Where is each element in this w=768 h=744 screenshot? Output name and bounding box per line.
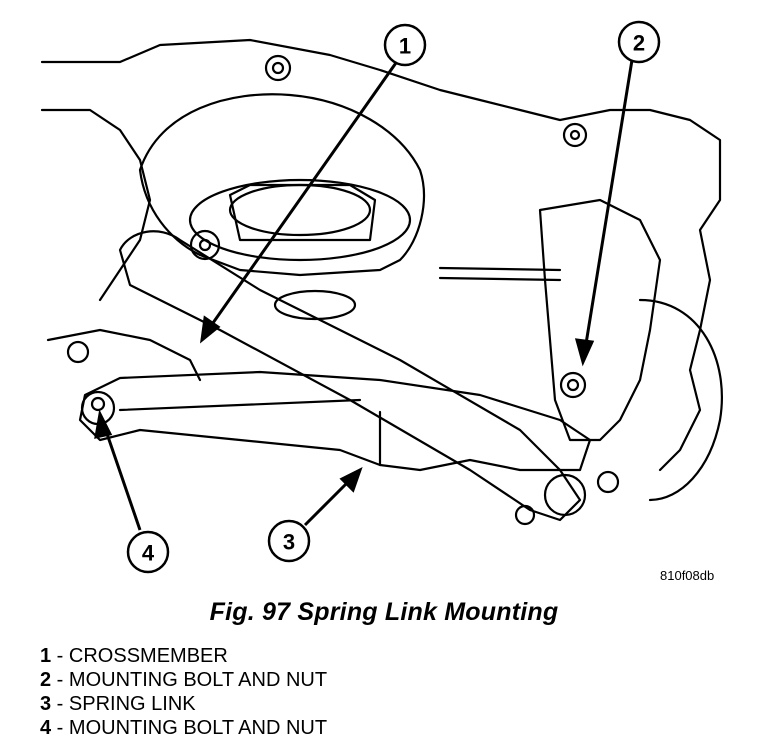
legend-label: SPRING LINK (68, 693, 196, 715)
spring-link-edge (118, 398, 362, 412)
leader-line-3 (303, 476, 354, 527)
legend-number: 2 (40, 669, 52, 691)
left-bolt-head (90, 396, 106, 412)
right-nut (596, 470, 620, 494)
legend-item: 1 - CROSSMEMBER (40, 644, 327, 668)
legend-separator: - (51, 645, 69, 667)
legend-separator: - (51, 717, 69, 739)
legend-number: 4 (40, 717, 52, 739)
crossmember-bolt-center (198, 238, 212, 252)
legend-label: MOUNTING BOLT AND NUT (68, 669, 328, 691)
top-bolt-center (271, 61, 285, 75)
legend-item: 3 - SPRING LINK (40, 692, 327, 716)
crossmember-bolt (189, 229, 221, 261)
leader-line-2 (583, 59, 634, 351)
differential-cover (188, 178, 412, 262)
legend-item: 4 - MOUNTING BOLT AND NUT (40, 716, 327, 740)
callout-circle-4 (126, 530, 170, 574)
floor-pan (40, 108, 152, 302)
legend-label: CROSSMEMBER (68, 645, 228, 667)
arrowhead-2 (574, 338, 595, 367)
callout-number-1: 1 (399, 34, 411, 59)
figure-caption: Fig. 97 Spring Link Mounting (209, 598, 559, 626)
callout-number-3: 3 (283, 530, 295, 555)
callout-number-2: 2 (633, 31, 645, 56)
figure-code: 810f08db (660, 568, 715, 583)
lower-nut (514, 504, 536, 526)
legend-separator: - (51, 669, 69, 691)
left-mount-bolt (66, 340, 90, 364)
brake-rotor (638, 298, 723, 502)
mount-bracket (228, 183, 377, 242)
legend-label: MOUNTING BOLT AND NUT (68, 717, 328, 739)
leader-line-4 (102, 424, 142, 531)
leader-line-1 (206, 59, 400, 331)
callout-circle-2 (617, 20, 661, 64)
legend-separator: - (51, 693, 69, 715)
arrowhead-3 (339, 467, 363, 493)
legend-number: 3 (40, 693, 52, 715)
callout-number-4: 4 (142, 541, 155, 566)
right-bushing (543, 473, 587, 517)
differential-housing (138, 93, 426, 277)
knuckle-shape (538, 198, 662, 442)
callout-circle-1 (383, 23, 427, 67)
legend: 1 - CROSSMEMBER 2 - MOUNTING BOLT AND NU… (40, 644, 327, 740)
upper-knuckle-bolt-center (569, 129, 581, 141)
spring-seat (273, 289, 357, 321)
cover-inner (228, 183, 372, 237)
underbody-outline (40, 38, 722, 472)
arrowhead-1 (200, 315, 221, 344)
suspension-illustration: 1 2 3 4 (40, 20, 723, 574)
left-mount-bracket (46, 328, 202, 382)
upper-knuckle-bolt (562, 122, 588, 148)
axle-shaft (438, 266, 562, 282)
top-bolt-icon (264, 54, 292, 82)
knuckle-bolt-center (566, 378, 580, 392)
legend-item: 2 - MOUNTING BOLT AND NUT (40, 668, 327, 692)
callout-circle-3 (267, 519, 311, 563)
spring-link-shape (78, 370, 592, 472)
knuckle-bolt (559, 371, 587, 399)
legend-number: 1 (40, 645, 52, 667)
arrowhead-4 (94, 409, 113, 439)
